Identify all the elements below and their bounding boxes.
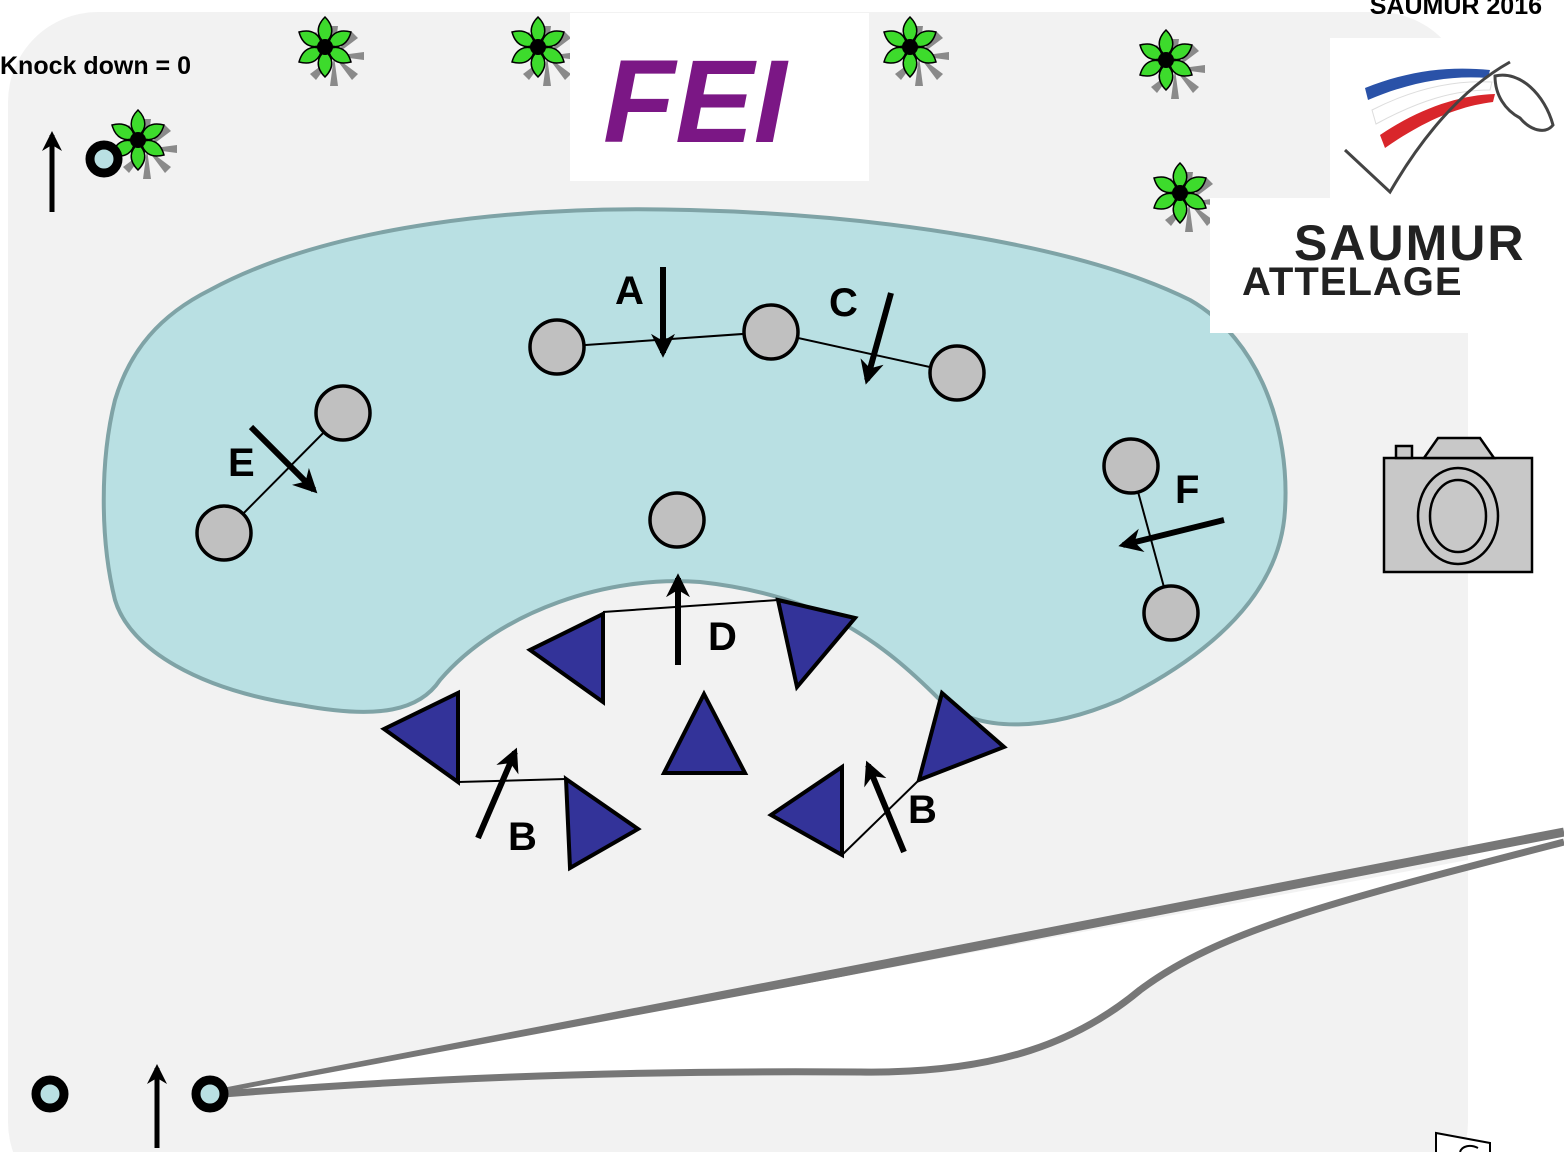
gate-label-a: A (615, 269, 644, 313)
cone (528, 318, 586, 376)
flag-triangle (563, 775, 642, 872)
cone (928, 344, 986, 402)
finish-marker-icon (191, 1075, 229, 1113)
gate-label-e: E (228, 441, 255, 485)
cone (314, 384, 372, 442)
knock-down-rule: Knock down = 0 (0, 52, 192, 80)
saumur-logo-line1: SAUMUR (1294, 215, 1525, 271)
cone (195, 504, 253, 562)
direction-arrow-icon (248, 424, 318, 494)
saumur-attelage-logo: SAUMUR ATTELAGE (1210, 38, 1564, 333)
finish-marker-icon (31, 1075, 69, 1113)
cone (742, 303, 800, 361)
direction-arrow-icon (860, 292, 894, 385)
camera-icon (1435, 1131, 1491, 1153)
cone (1142, 584, 1200, 642)
flag-triangle (660, 689, 749, 775)
event-title: SAUMUR 2016 (1369, 0, 1542, 20)
flag-triangle (380, 689, 460, 786)
saumur-logo-line2: ATTELAGE (1242, 260, 1463, 304)
gate-label-b: B (508, 815, 537, 859)
track-curve (209, 838, 1564, 1099)
direction-arrow-icon (475, 747, 519, 840)
cone (1102, 437, 1160, 495)
gate-line (602, 599, 779, 613)
flag-triangle (775, 597, 859, 692)
flag-triangle (916, 689, 1008, 784)
gate-label-c: C (829, 281, 858, 325)
gate-line (457, 778, 567, 783)
track-line (209, 827, 1564, 1100)
fei-logo: FEI (570, 13, 869, 181)
gate-label-d: D (708, 615, 737, 659)
flag-triangle (526, 610, 605, 706)
cone (648, 491, 706, 549)
gate-label-b: B (908, 788, 937, 832)
gate-label-f: F (1175, 468, 1199, 512)
direction-arrow-icon (1118, 517, 1225, 553)
start-marker-icon (85, 140, 123, 178)
gate-line (841, 779, 920, 856)
camera-icon (1382, 436, 1534, 574)
fei-logo-text: FEI (603, 36, 789, 168)
flag-triangle (767, 763, 844, 859)
direction-arrow-icon (864, 760, 907, 854)
